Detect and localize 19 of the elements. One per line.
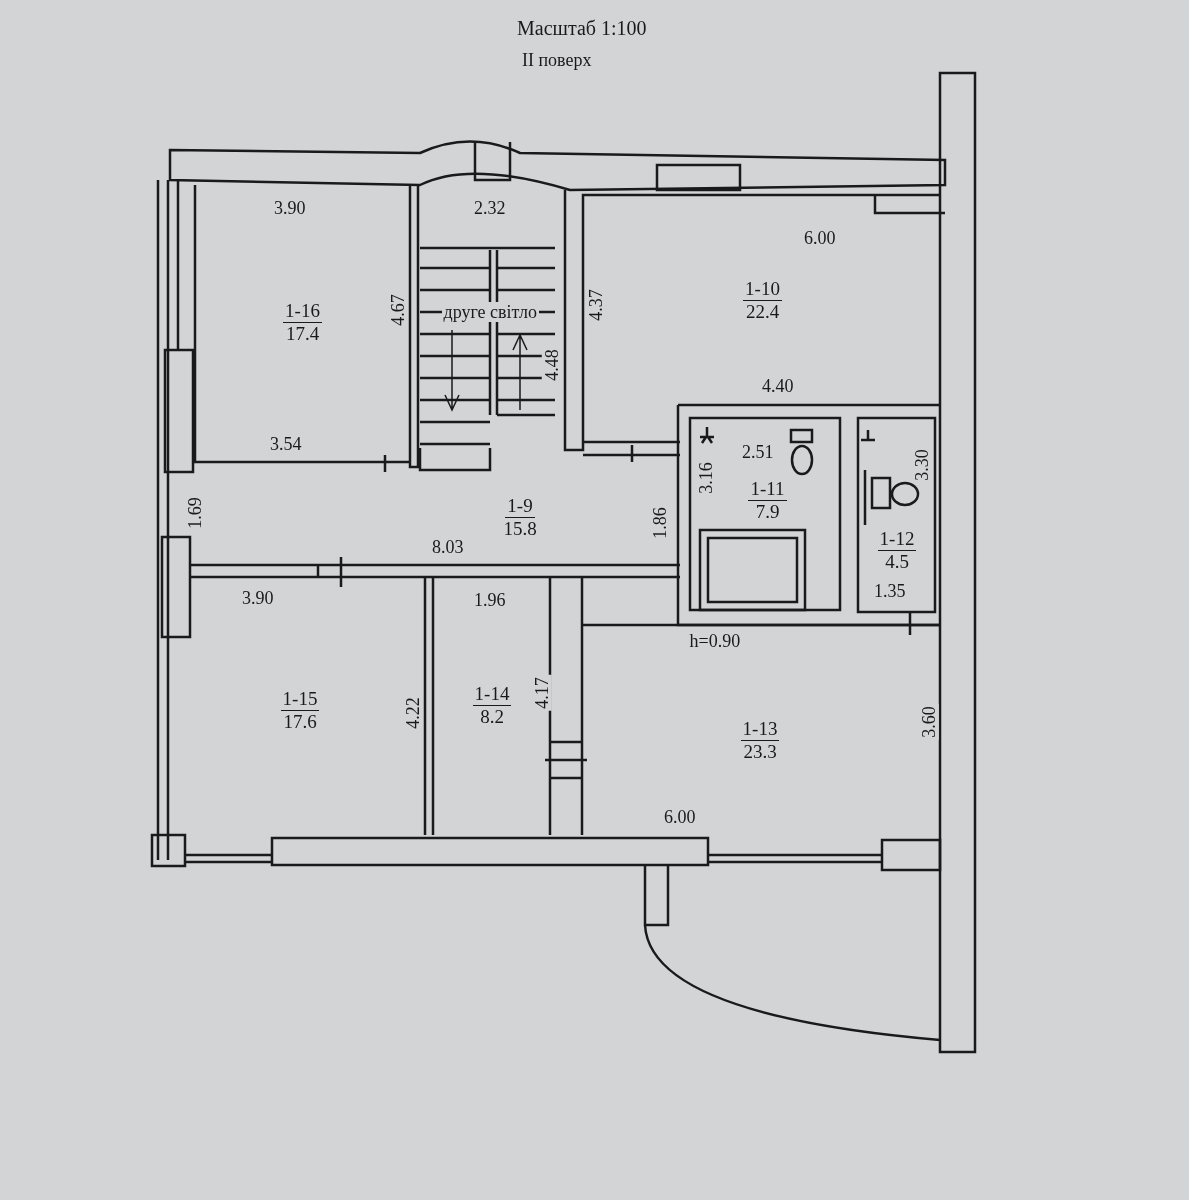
room-number: 1-16 (283, 300, 322, 323)
room-area: 8.2 (480, 705, 504, 728)
room-number: 1-12 (877, 527, 917, 551)
dimension-label: друге світло (441, 302, 539, 322)
room-area: 17.4 (285, 323, 320, 345)
plan-title: Масштаб 1:100 (515, 18, 649, 38)
room-number: 1-11 (748, 477, 787, 501)
room-number: 1-13 (740, 717, 780, 741)
room-area: 4.5 (885, 550, 909, 573)
room-area: 7.9 (755, 500, 780, 523)
room-number: 1-15 (280, 687, 320, 711)
room-area: 23.3 (743, 740, 777, 763)
room-number: 1-14 (472, 682, 512, 706)
room-area: 17.6 (283, 710, 317, 733)
room-number: 1-9 (505, 495, 535, 518)
room-number: 1-10 (743, 277, 782, 301)
room-area: 22.4 (745, 300, 780, 323)
floor-label: II поверх (520, 50, 594, 70)
room-area: 15.8 (503, 518, 537, 540)
